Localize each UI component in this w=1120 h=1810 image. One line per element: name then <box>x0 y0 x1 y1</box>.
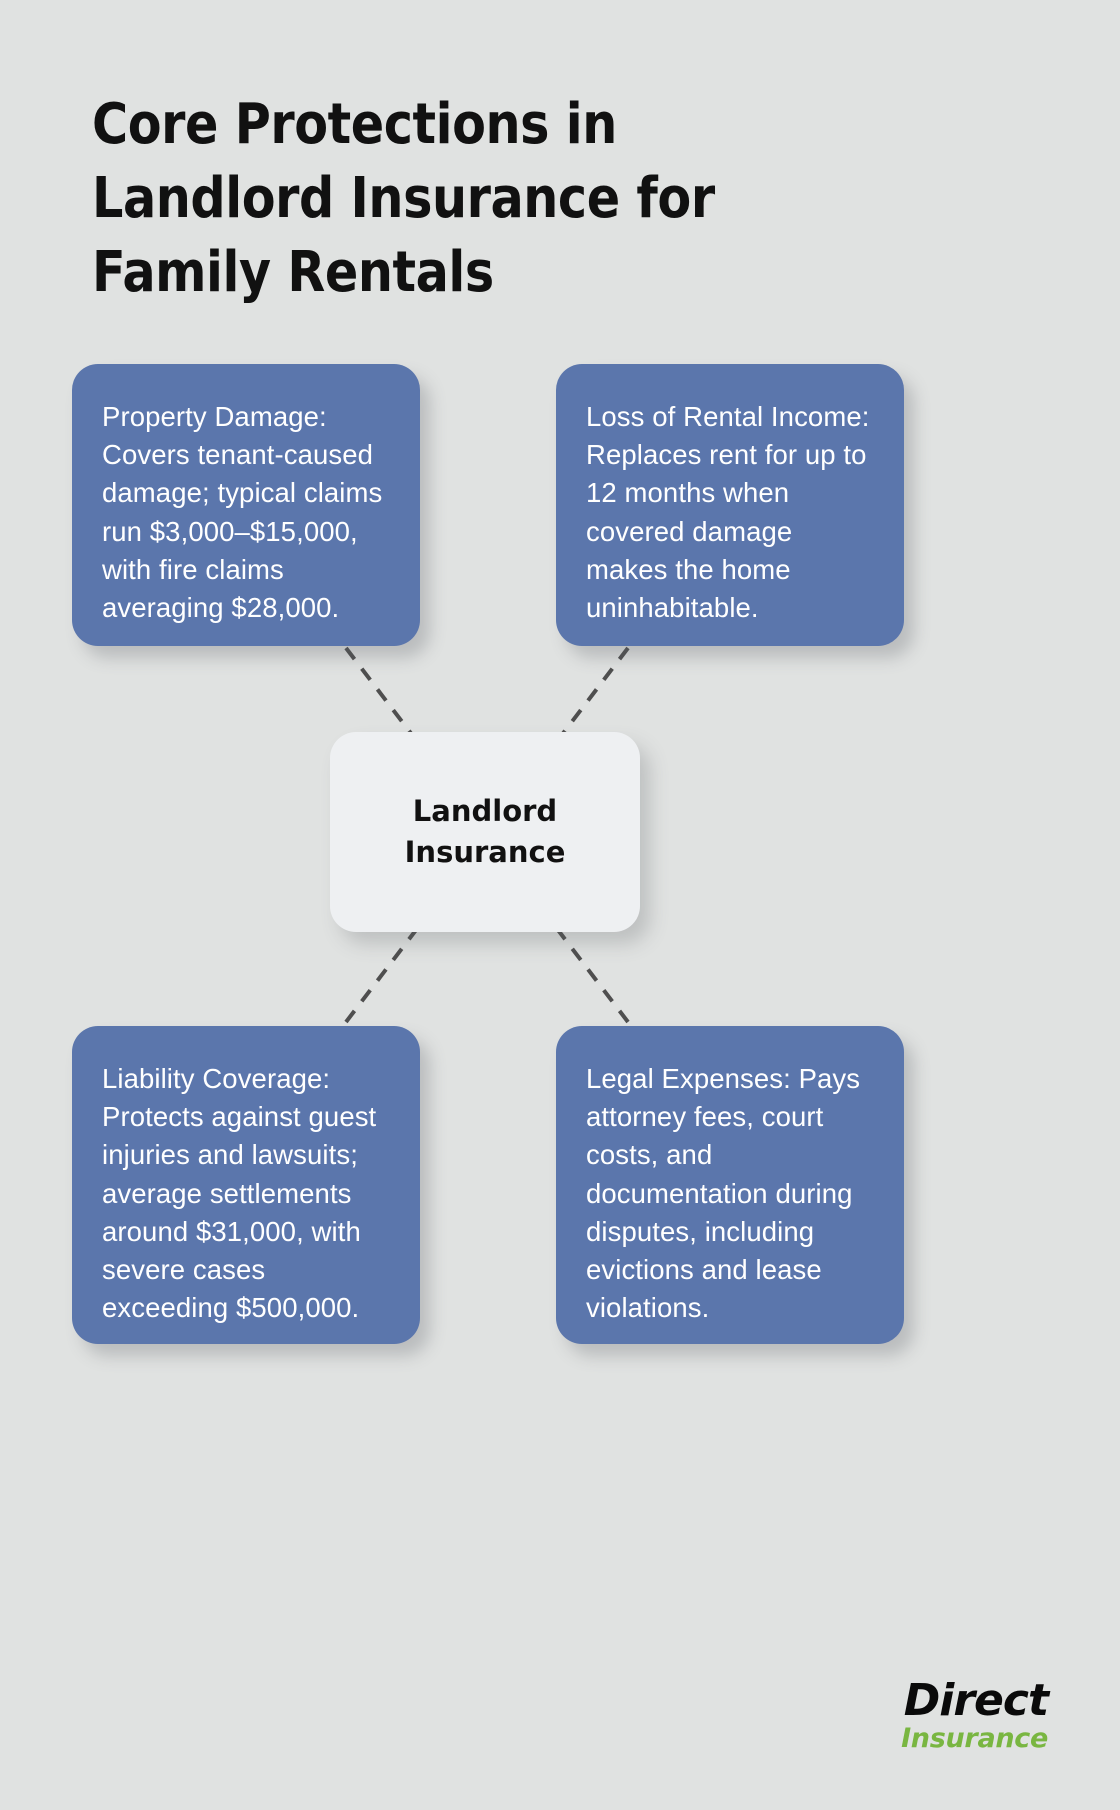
page-title: Core Protections in Landlord Insurance f… <box>92 92 715 305</box>
node-legal-expenses: Legal Expenses: Pays attorney fees, cour… <box>556 1026 904 1344</box>
center-node: Landlord Insurance <box>330 732 640 932</box>
connector-bottom-left <box>344 928 418 1024</box>
connector-bottom-right <box>556 928 630 1024</box>
connector-top-left <box>344 646 418 742</box>
brand-logo-secondary: Insurance <box>901 1723 1048 1754</box>
brand-logo-primary: Direct <box>903 1675 1049 1726</box>
node-property-damage: Property Damage: Covers tenant-caused da… <box>72 364 420 646</box>
brand-logo: Direct Insurance <box>901 1675 1049 1754</box>
node-loss-of-rental-income: Loss of Rental Income: Replaces rent for… <box>556 364 904 646</box>
node-liability-coverage: Liability Coverage: Protects against gue… <box>72 1026 420 1344</box>
connector-top-right <box>556 646 630 742</box>
center-node-label: Landlord Insurance <box>404 793 566 869</box>
